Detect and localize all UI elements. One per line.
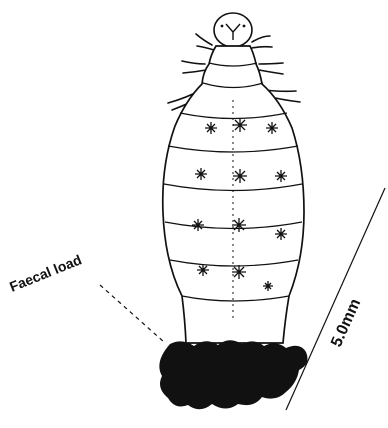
faecal-load-label: Faecal load (7, 251, 84, 294)
faecal-load-blob (159, 340, 307, 409)
faecal-load-leader-line (100, 285, 164, 342)
larva-head (214, 13, 252, 47)
